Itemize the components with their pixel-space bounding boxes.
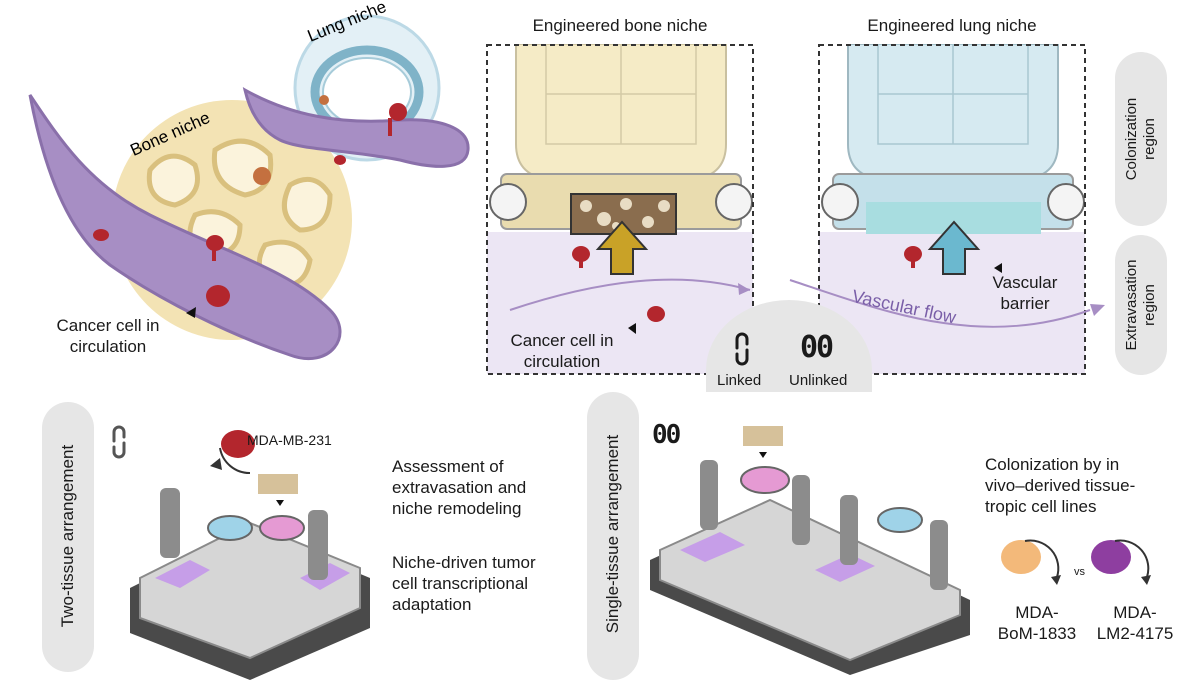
two-tissue-link-icon (112, 425, 126, 459)
vascular-barrier-pointer (994, 263, 1002, 273)
cancer-cell-label-panel: Cancer cell in circulation (510, 331, 614, 371)
port-right (308, 510, 328, 580)
mda-mb-231-cell (221, 430, 255, 458)
vs-label: vs (1074, 566, 1085, 578)
bone-circulating-cell (647, 306, 665, 322)
blood-vessel-lung (242, 87, 470, 168)
bone-clip-left (489, 183, 527, 221)
single-well-left (740, 466, 790, 494)
bone-scaffold-small (258, 474, 298, 494)
single-tissue-unlinked-icon: 00 (652, 420, 681, 450)
two-tissue-label: Two-tissue arrangement (58, 444, 77, 628)
link-legend-box (706, 300, 872, 392)
single-tissue-device (650, 426, 970, 675)
lung-cell (319, 95, 329, 105)
bone-cell (253, 167, 271, 185)
lung-clip-left (821, 183, 859, 221)
unlinked-label: Unlinked (789, 372, 848, 389)
lm2-4175-label: MDA- LM2-4175 (1096, 603, 1174, 643)
vascular-flow-arrows: Vascular flow (509, 278, 1105, 328)
lung-panel (818, 44, 1086, 375)
extravasation-region-pill (1115, 235, 1167, 375)
lung-arrow-up (927, 220, 981, 275)
linked-label: Linked (717, 372, 762, 389)
colonization-region-label: Colonization region (1123, 97, 1158, 181)
two-tissue-device (130, 430, 370, 680)
cancer-cell-label-left: Cancer cell in circulation (56, 316, 160, 356)
colonization-region-pill (1115, 52, 1167, 226)
cancer-cell-pointer (186, 307, 196, 318)
adaptation-text: Niche-driven tumor cell transcriptional … (392, 553, 536, 614)
single-well-right (877, 507, 923, 533)
bone-panel-title: Engineered bone niche (532, 16, 708, 35)
mda-mb-231-label: MDA-MB-231 (247, 432, 332, 448)
two-tissue-pill (42, 402, 94, 672)
tropic-cells (1001, 539, 1151, 585)
colonization-text: Colonization by in vivo–derived tissue- … (985, 455, 1136, 516)
bone-arrow-up (595, 220, 649, 275)
single-tissue-label: Single-tissue arrangement (603, 434, 622, 634)
bone-scaffold-single (743, 426, 783, 446)
lm2-4175-cell (1091, 540, 1131, 574)
port-left (160, 488, 180, 558)
bone-clip-right (715, 183, 753, 221)
bom-1833-label: MDA- BoM-1833 (997, 603, 1077, 643)
lung-panel-title: Engineered lung niche (867, 16, 1037, 35)
well-bone (259, 515, 305, 541)
well-lung (207, 515, 253, 541)
niche-illustration: Lung niche Bone niche (28, 0, 470, 361)
assessment-text: Assessment of extravasation and niche re… (392, 457, 527, 518)
link-icon (735, 332, 749, 366)
bone-cell-pointer (628, 323, 636, 334)
extravasation-region-label: Extravasation region (1123, 259, 1158, 351)
vascular-barrier-label: Vascular barrier (992, 273, 1058, 313)
tumor-cells (93, 103, 407, 307)
single-tissue-pill (587, 392, 639, 680)
lung-clip-right (1047, 183, 1085, 221)
unlinked-icon: 00 (800, 330, 834, 365)
blood-vessel-bone (28, 94, 342, 361)
bom-1833-cell (1001, 540, 1041, 574)
